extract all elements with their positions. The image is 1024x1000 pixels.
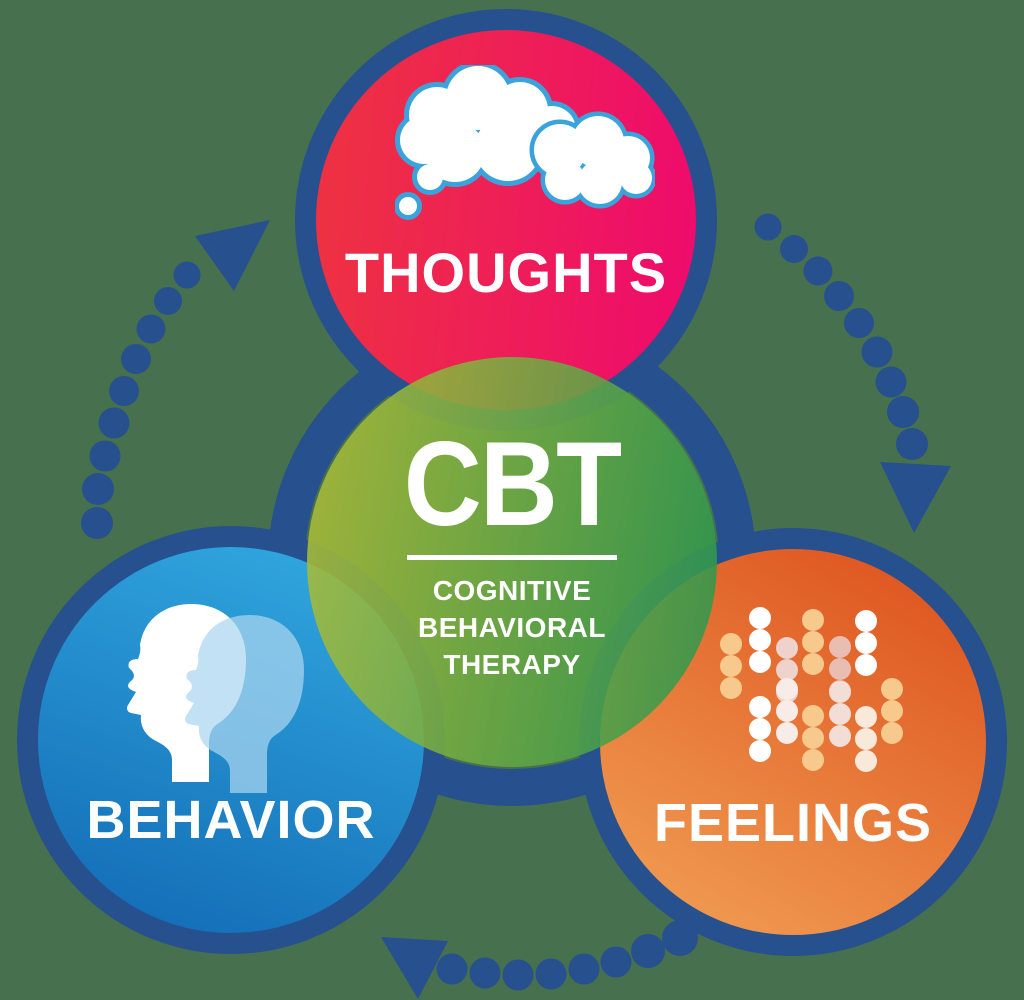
head-profiles-icon bbox=[127, 604, 304, 793]
cbt-title: CBT bbox=[403, 417, 622, 551]
behavior-label: BEHAVIOR bbox=[86, 790, 376, 850]
cbt-divider bbox=[407, 555, 617, 560]
arrow-feelings-to-behavior-icon bbox=[381, 920, 698, 999]
cbt-center-circle bbox=[307, 357, 717, 767]
cbt-subtitle-line3: THERAPY bbox=[443, 649, 581, 680]
feelings-label: FEELINGS bbox=[653, 793, 933, 853]
arrow-thoughts-to-feelings-icon bbox=[754, 213, 951, 533]
emotion-dots-icon bbox=[720, 607, 903, 772]
cbt-subtitle: COGNITIVE BEHAVIORAL THERAPY bbox=[307, 572, 717, 683]
thought-clouds-icon bbox=[395, 65, 655, 220]
cbt-subtitle-line2: BEHAVIORAL bbox=[417, 612, 607, 643]
thoughts-label: THOUGHTS bbox=[344, 241, 668, 304]
cbt-subtitle-line1: COGNITIVE bbox=[432, 575, 592, 606]
arrow-behavior-to-thoughts-icon bbox=[81, 220, 270, 539]
emotion-dot-chains bbox=[720, 607, 903, 772]
